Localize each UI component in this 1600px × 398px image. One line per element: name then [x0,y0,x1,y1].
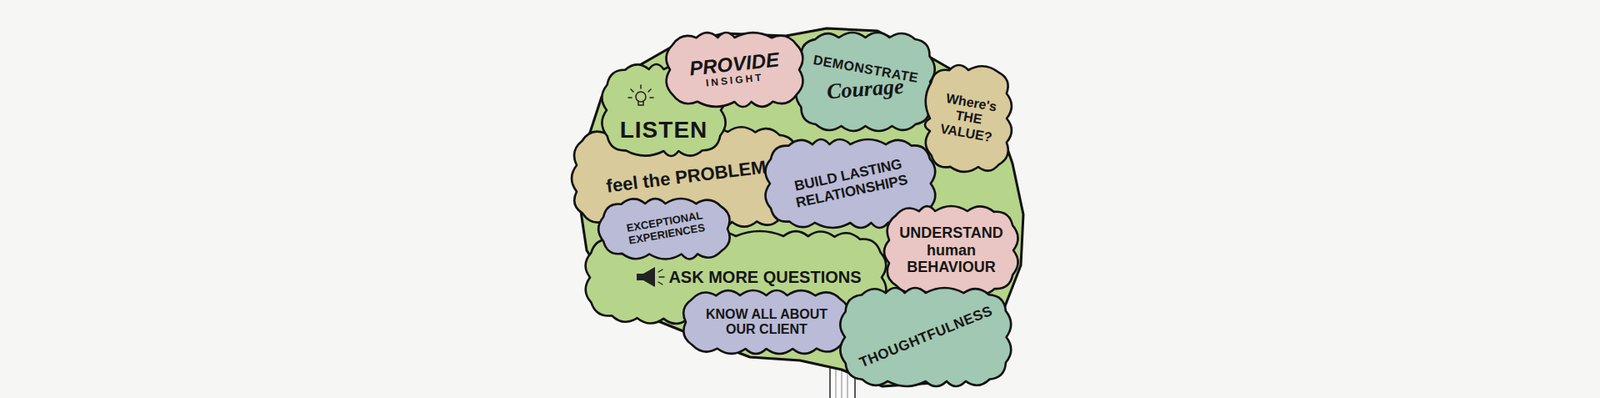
brain-region: UNDERSTAND human BEHAVIOUR [882,204,1020,296]
region-outline-path [884,205,1019,295]
region-outline-path [925,65,1012,172]
brain-region: THOUGHTFULNESS [838,285,1014,388]
region-label: KNOW ALL ABOUT OUR CLIENT [697,306,835,338]
brain-region: KNOW ALL ABOUT OUR CLIENT [679,288,854,355]
region-outline-path [795,32,935,131]
brain-region: Where's THE VALUE? [923,63,1014,174]
region-outline-path [684,290,850,354]
brain-outline [576,28,1024,386]
region-outline-path [840,287,1011,386]
region-label: ASK MORE QUESTIONS [668,267,861,287]
region-outline-path [666,32,804,107]
region-label: EXCEPTIONAL EXPERIENCES [622,209,710,249]
region-label: LISTEN [620,116,709,144]
region-label: feel the PROBLEM [605,156,769,198]
brain-region: EXCEPTIONAL EXPERIENCES [596,196,735,261]
brain-region: BUILD LASTING RELATIONSHIPS [763,137,938,230]
region-label: BUILD LASTING RELATIONSHIPS [781,153,920,214]
region-label: THOUGHTFULNESS [856,302,995,371]
region-label: Courage [825,74,905,105]
region-outline-path [598,198,730,260]
region-label: UNDERSTAND human BEHAVIOUR [899,224,1004,276]
brain-region: DEMONSTRATECourage [794,30,937,133]
brain-region: PROVIDEINSIGHT [663,30,806,109]
region-label: Where's THE VALUE? [938,90,998,145]
